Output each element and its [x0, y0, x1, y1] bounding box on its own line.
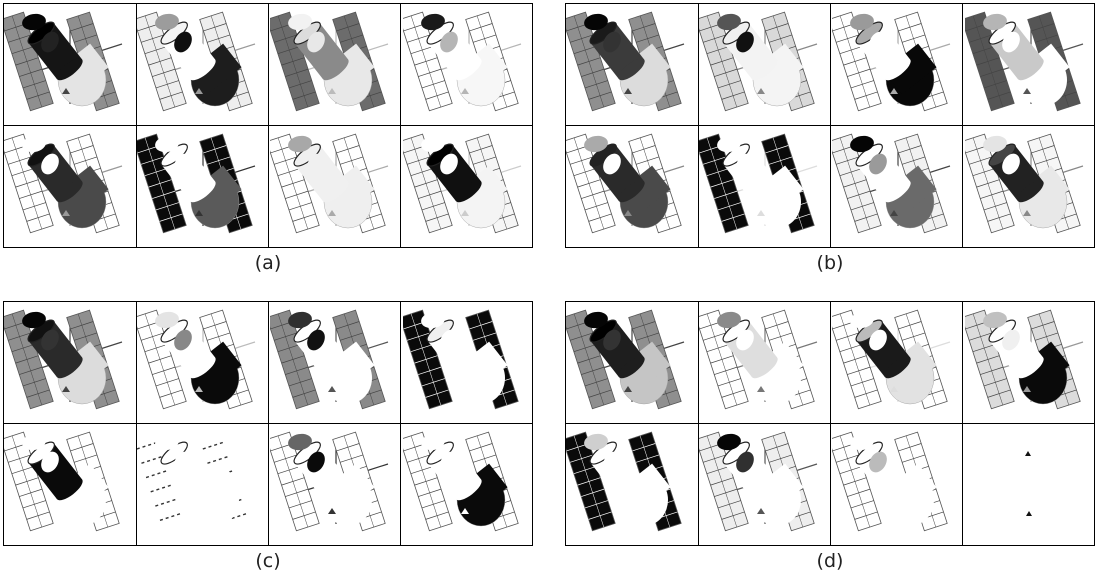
- satellite-image: [965, 309, 1084, 410]
- satellite-image: [403, 133, 522, 234]
- satellite-image: [1025, 451, 1032, 516]
- satellite-image: [137, 133, 256, 234]
- satellite-image: [270, 133, 389, 234]
- satellite-image: [699, 431, 818, 532]
- satellite-image: [270, 431, 389, 532]
- satellite-image: [832, 11, 951, 112]
- thumbnail-b-3: [832, 4, 964, 125]
- satellite-image: [566, 309, 685, 410]
- satellite-image: [832, 431, 951, 532]
- satellite-image: [4, 309, 123, 410]
- satellite-image: [699, 133, 818, 234]
- thumbnail-a-7: [270, 126, 402, 247]
- grid-divider: [4, 125, 532, 126]
- thumbnail-a-3: [270, 4, 402, 125]
- thumbnail-c-6: [137, 424, 269, 545]
- thumbnail-b-5: [566, 126, 698, 247]
- thumbnail-c-3: [270, 302, 402, 423]
- satellite-image: [4, 11, 123, 112]
- satellite-image: [4, 431, 123, 532]
- satellite-image: [403, 309, 522, 410]
- thumbnail-b-8: [965, 126, 1097, 247]
- thumbnail-d-3: [832, 302, 964, 423]
- satellite-image: [137, 433, 256, 526]
- thumbnail-d-2: [699, 302, 831, 423]
- satellite-image: [566, 431, 685, 532]
- thumbnail-d-1: [566, 302, 698, 423]
- thumbnail-c-1: [4, 302, 136, 423]
- grid-divider: [4, 423, 532, 424]
- panel-caption-c: (c): [255, 550, 281, 572]
- thumbnail-c-8: [403, 424, 535, 545]
- thumbnail-b-6: [699, 126, 831, 247]
- satellite-image: [965, 11, 1084, 112]
- image-grid-d: [565, 301, 1095, 546]
- figure-panel-d: (d): [565, 301, 1095, 576]
- panel-caption-a: (a): [254, 252, 282, 274]
- satellite-image: [566, 11, 685, 112]
- thumbnail-a-4: [403, 4, 535, 125]
- satellite-image: [699, 309, 818, 410]
- thumbnail-c-2: [137, 302, 269, 423]
- satellite-image: [403, 11, 522, 112]
- thumbnail-d-6: [699, 424, 831, 545]
- panel-caption-d: (d): [816, 550, 844, 572]
- satellite-image: [566, 133, 685, 234]
- thumbnail-b-1: [566, 4, 698, 125]
- thumbnail-b-7: [832, 126, 964, 247]
- thumbnail-c-4: [403, 302, 535, 423]
- satellite-image: [137, 309, 256, 410]
- thumbnail-a-5: [4, 126, 136, 247]
- satellite-image: [4, 133, 123, 234]
- thumbnail-a-6: [137, 126, 269, 247]
- thumbnail-d-5: [566, 424, 698, 545]
- grid-divider: [566, 125, 1094, 126]
- satellite-image: [270, 11, 389, 112]
- image-grid-b: [565, 3, 1095, 248]
- satellite-image: [832, 309, 951, 410]
- thumbnail-d-7: [832, 424, 964, 545]
- satellite-image: [403, 431, 522, 532]
- figure-panel-b: (b): [565, 3, 1095, 278]
- grid-divider: [566, 423, 1094, 424]
- thumbnail-d-4: [965, 302, 1097, 423]
- thumbnail-b-4: [965, 4, 1097, 125]
- thumbnail-c-7: [270, 424, 402, 545]
- thumbnail-a-8: [403, 126, 535, 247]
- image-grid-a: [3, 3, 533, 248]
- figure-panel-c: (c): [3, 301, 533, 576]
- thumbnail-a-1: [4, 4, 136, 125]
- satellite-image: [137, 11, 256, 112]
- satellite-image: [699, 11, 818, 112]
- thumbnail-c-5: [4, 424, 136, 545]
- image-grid-c: [3, 301, 533, 546]
- panel-caption-b: (b): [816, 252, 844, 274]
- thumbnail-b-2: [699, 4, 831, 125]
- satellite-image: [832, 133, 951, 234]
- satellite-image: [965, 133, 1084, 234]
- figure-panel-a: (a): [3, 3, 533, 278]
- thumbnail-a-2: [137, 4, 269, 125]
- satellite-image: [270, 309, 389, 410]
- thumbnail-d-8: [965, 424, 1097, 545]
